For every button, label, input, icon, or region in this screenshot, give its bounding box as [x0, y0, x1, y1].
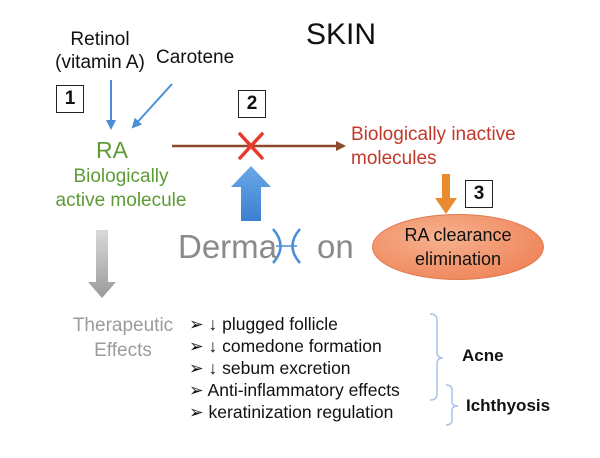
page-title: SKIN [306, 18, 377, 51]
ichthyosis-bracket [445, 384, 459, 426]
effects-list: ➢ ↓ plugged follicle ➢ ↓ comedone format… [189, 313, 400, 423]
inactive-molecules-text: Biologically inactive molecules [351, 124, 516, 169]
ra-description: Biologically active molecule [46, 165, 196, 213]
acne-label: Acne [462, 346, 504, 365]
ra-label: RA [96, 137, 128, 163]
therapeutic-down-arrow [88, 230, 116, 298]
effect-item: ➢ Anti-inflammatory effects [189, 380, 400, 400]
carotene-arrow [131, 83, 173, 129]
effect-item: ➢ ↓ plugged follicle [189, 314, 338, 334]
acne-bracket [429, 313, 444, 401]
ichthyosis-label: Ichthyosis [466, 396, 551, 415]
clearance-down-arrow [435, 174, 457, 214]
effect-item: ➢ keratinization regulation [189, 402, 394, 422]
inhibition-up-arrow [231, 166, 271, 221]
inactive-molecules-label: Biologically inactive molecules [351, 123, 516, 171]
carotene-label: Carotene [156, 47, 235, 68]
dermaxon-logo-right: on [317, 228, 354, 265]
retinol-label-text: Retinol (vitamin A) [55, 29, 145, 73]
ra-description-text: Biologically active molecule [55, 166, 187, 211]
effect-item: ➢ ↓ comedone formation [189, 336, 382, 356]
block-cross-icon [238, 132, 264, 160]
step-2-badge: 2 [238, 90, 266, 118]
step-3-badge: 3 [465, 180, 493, 208]
dermaxon-x-logo-icon [272, 228, 301, 264]
dermaxon-logo: Derma on [178, 228, 354, 266]
ra-clearance-text: RA clearance elimination [404, 225, 512, 269]
step-1-badge: 1 [56, 85, 84, 113]
therapeutic-effects-label: Therapeutic Effects [48, 313, 198, 363]
ra-clearance-ellipse: RA clearance elimination [372, 214, 544, 280]
dermaxon-logo-left: Derma [178, 228, 278, 265]
effect-item: ➢ ↓ sebum excretion [189, 358, 351, 378]
retinol-label: Retinol (vitamin A) [35, 28, 165, 74]
therapeutic-effects-text: Therapeutic Effects [72, 315, 174, 361]
